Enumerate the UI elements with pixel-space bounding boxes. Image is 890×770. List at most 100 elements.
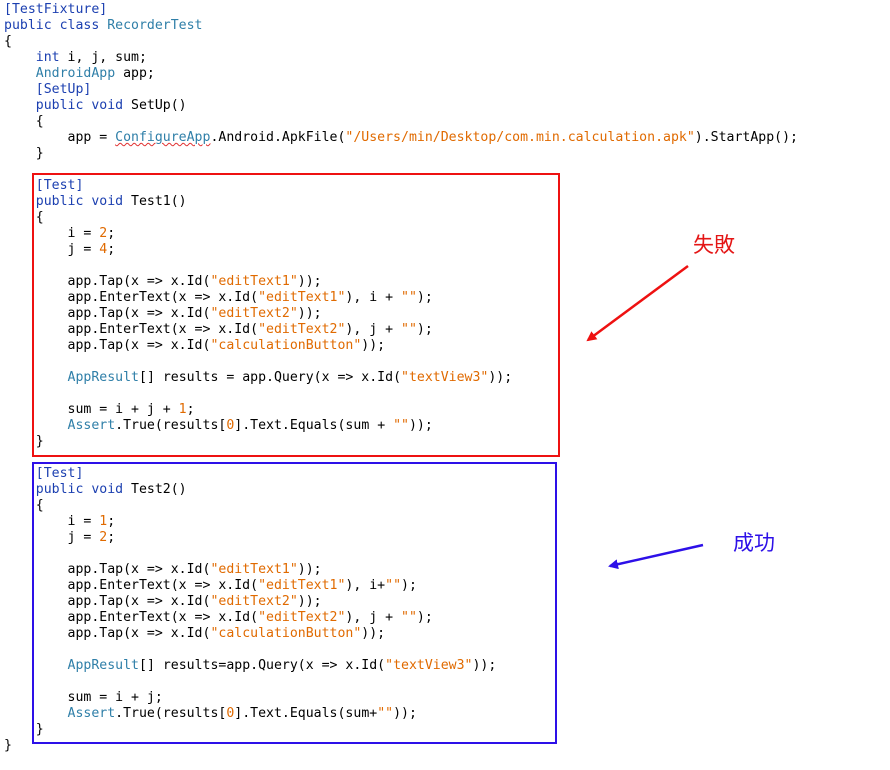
code-token: }	[4, 738, 12, 753]
code-token: {	[4, 498, 44, 513]
code-token: ""	[377, 706, 394, 721]
code-token: ));	[361, 338, 386, 353]
code-token: app.Tap(x => x.Id(	[4, 626, 211, 641]
code-line: app = ConfigureApp.Android.ApkFile("/Use…	[4, 130, 798, 146]
code-token: 0	[226, 418, 235, 433]
code-token: ;	[107, 226, 116, 241]
code-line: app.Tap(x => x.Id("calculationButton"));	[4, 626, 798, 642]
code-token: "editText2"	[210, 594, 298, 609]
code-token: ));	[297, 274, 322, 289]
code-token: sum = i + j +	[4, 402, 179, 417]
code-token: public void	[35, 98, 132, 113]
code-token: ));	[297, 594, 322, 609]
code-token: app;	[115, 66, 155, 81]
code-token: ""	[385, 578, 402, 593]
code-token	[4, 482, 36, 497]
test2-highlight-box	[32, 462, 557, 744]
code-token: ;	[186, 402, 195, 417]
code-token: RecorderTest	[107, 18, 203, 33]
code-token: app.Tap(x => x.Id(	[4, 274, 211, 289]
code-line: {	[4, 34, 798, 50]
code-token: ), i +	[345, 290, 401, 305]
code-token: [TestFixture]	[4, 2, 108, 17]
code-line: app.EnterText(x => x.Id("editText1"), i+…	[4, 578, 798, 594]
code-token: j =	[4, 530, 100, 545]
code-token: ].Text.Equals(sum+	[234, 706, 378, 721]
code-token: ""	[401, 290, 417, 305]
code-token: "editText1"	[258, 290, 346, 305]
code-token: app.EnterText(x => x.Id(	[4, 610, 259, 625]
code-token: public void	[35, 194, 132, 209]
code-token: "editText1"	[258, 578, 346, 593]
code-token: int	[35, 50, 60, 65]
code-token: ), j +	[345, 322, 401, 337]
code-token: ;	[107, 514, 116, 529]
code-line: app.EnterText(x => x.Id("editText1"), i …	[4, 290, 798, 306]
code-token: ));	[488, 370, 513, 385]
code-token: app.EnterText(x => x.Id(	[4, 322, 259, 337]
code-line: {	[4, 210, 798, 226]
code-token: [Test]	[35, 466, 84, 481]
code-token: {	[4, 114, 44, 129]
code-token: "editText1"	[210, 274, 298, 289]
code-line: sum = i + j + 1;	[4, 402, 798, 418]
code-token	[4, 50, 36, 65]
code-token: 2	[99, 226, 108, 241]
code-token: public void	[35, 482, 132, 497]
code-token: ""	[401, 322, 417, 337]
code-line: [Test]	[4, 178, 798, 194]
code-token: );	[416, 290, 433, 305]
code-token: app =	[4, 130, 116, 145]
code-line: Assert.True(results[0].Text.Equals(sum+"…	[4, 706, 798, 722]
code-token: ).StartApp();	[694, 130, 798, 145]
pass-label: 成功	[733, 531, 775, 555]
fail-label: 失敗	[693, 233, 735, 257]
code-token: app.EnterText(x => x.Id(	[4, 290, 259, 305]
code-token: ));	[408, 418, 433, 433]
code-line: public void SetUp()	[4, 98, 798, 114]
code-token: i, j, sum;	[59, 50, 147, 65]
code-token: 1	[99, 514, 108, 529]
code-token	[4, 82, 36, 97]
code-token: );	[416, 610, 433, 625]
code-editor-text: [TestFixture]public class RecorderTest{ …	[4, 2, 798, 754]
code-token: ;	[107, 530, 116, 545]
code-token	[4, 178, 36, 193]
code-token: ));	[297, 562, 322, 577]
code-token: [SetUp]	[35, 82, 92, 97]
code-token: );	[416, 322, 433, 337]
code-token: ].Text.Equals(sum +	[234, 418, 394, 433]
code-line: }	[4, 146, 798, 162]
code-token: app.Tap(x => x.Id(	[4, 306, 211, 321]
code-token: i =	[4, 514, 100, 529]
code-token: ;	[107, 242, 116, 257]
code-line: public void Test1()	[4, 194, 798, 210]
code-token: [] results = app.Query(x => x.Id(	[139, 370, 402, 385]
code-line: AndroidApp app;	[4, 66, 798, 82]
code-line: app.EnterText(x => x.Id("editText2"), j …	[4, 610, 798, 626]
code-token: );	[401, 578, 417, 593]
code-token: Test2()	[131, 482, 187, 497]
code-token: Test1()	[131, 194, 187, 209]
code-token: }	[4, 722, 44, 737]
code-line: {	[4, 114, 798, 130]
code-token	[4, 98, 36, 113]
code-token: .True(results[	[115, 418, 227, 433]
code-token: 1	[178, 402, 187, 417]
code-token: ), j +	[345, 610, 401, 625]
code-token: AppResult	[67, 658, 139, 673]
code-token: Assert	[67, 706, 116, 721]
code-token: ));	[472, 658, 497, 673]
code-token: Assert	[67, 418, 116, 433]
code-token: "/Users/min/Desktop/com.min.calculation.…	[345, 130, 695, 145]
code-line: app.Tap(x => x.Id("editText2"));	[4, 594, 798, 610]
code-token: }	[4, 146, 44, 161]
code-line: app.EnterText(x => x.Id("editText2"), j …	[4, 322, 798, 338]
code-token: {	[4, 210, 44, 225]
code-token: "textView3"	[401, 370, 489, 385]
code-token: "editText2"	[258, 610, 346, 625]
code-token: ""	[393, 418, 409, 433]
code-line: app.Tap(x => x.Id("editText1"));	[4, 562, 798, 578]
code-token: "calculationButton"	[210, 338, 362, 353]
code-token: ));	[393, 706, 417, 721]
